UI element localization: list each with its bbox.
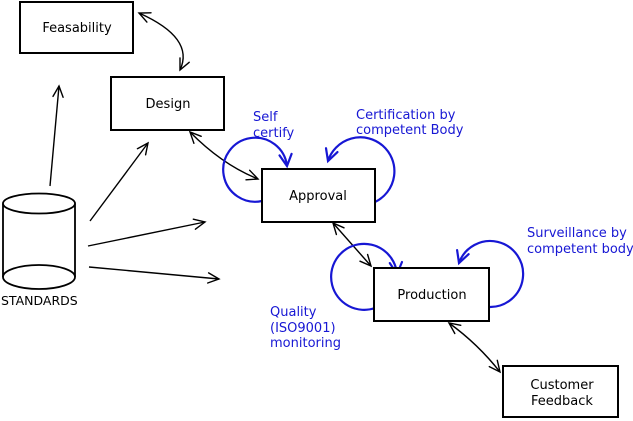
node-feasability: Feasability bbox=[19, 1, 134, 54]
arrow-shaft bbox=[332, 222, 372, 267]
arrowhead bbox=[137, 12, 152, 23]
cylinder-body bbox=[2, 203, 76, 277]
edge-design-approval bbox=[188, 130, 260, 181]
annotation-self-certify-line1: Self bbox=[253, 110, 278, 125]
loop-certification bbox=[324, 136, 396, 203]
edge-standards-production bbox=[88, 266, 221, 284]
loop-surveillance bbox=[456, 239, 525, 309]
arrowhead bbox=[206, 272, 221, 284]
annotation-certification-line1: Certification by bbox=[356, 108, 456, 123]
arrowhead bbox=[359, 253, 373, 268]
edge-standards-approval bbox=[87, 218, 207, 247]
node-design: Design bbox=[110, 76, 225, 131]
annotation-quality-line3: monitoring bbox=[270, 336, 341, 351]
node-design-box bbox=[110, 76, 225, 131]
arrow-shaft bbox=[88, 266, 220, 280]
node-customer-feedback-label-line2: Feedback bbox=[531, 394, 593, 409]
node-feasability-label: Feasability bbox=[42, 21, 112, 36]
edge-standards-design bbox=[89, 141, 149, 222]
node-customer-feedback: Customer Feedback bbox=[502, 365, 619, 418]
cylinder-bottom bbox=[2, 264, 76, 290]
arrowhead bbox=[188, 130, 202, 145]
node-customer-feedback-label-line1: Customer bbox=[530, 378, 594, 393]
arrow-shaft bbox=[87, 221, 206, 247]
edge-feasability-design bbox=[137, 12, 190, 72]
annotation-self-certify-line2: certify bbox=[253, 126, 295, 141]
loop-arrowhead bbox=[324, 147, 339, 164]
arrowhead bbox=[245, 169, 260, 181]
arrow-shaft bbox=[448, 322, 501, 373]
loop-arc bbox=[326, 136, 396, 203]
annotation-self-certify: Self certify bbox=[253, 110, 295, 141]
arrow-shaft bbox=[138, 12, 184, 71]
annotation-quality: Quality (ISO9001) monitoring bbox=[270, 305, 341, 351]
node-standards-label: STANDARDS bbox=[1, 293, 78, 308]
arrow-shaft bbox=[89, 142, 149, 222]
annotation-certification-line2: competent Body bbox=[356, 123, 464, 138]
loop-arc bbox=[222, 136, 289, 203]
arrow-shaft bbox=[49, 85, 60, 187]
loop-self-certify bbox=[222, 136, 293, 203]
cylinder-top bbox=[2, 192, 76, 215]
loop-arc bbox=[330, 242, 399, 311]
annotation-quality-line2: (ISO9001) bbox=[270, 321, 336, 336]
node-standards: STANDARDS bbox=[1, 192, 78, 308]
node-production: Production bbox=[373, 267, 490, 322]
arrowhead bbox=[136, 141, 149, 156]
loop-arc bbox=[457, 239, 525, 309]
annotation-surveillance: Surveillance by competent body bbox=[527, 226, 633, 257]
node-design-label: Design bbox=[146, 97, 191, 112]
arrowhead bbox=[488, 359, 502, 374]
node-approval: Approval bbox=[261, 168, 376, 223]
edge-production-customer bbox=[447, 322, 502, 374]
node-customer-feedback-box bbox=[502, 365, 619, 418]
node-approval-label: Approval bbox=[289, 189, 347, 204]
arrowhead bbox=[52, 84, 64, 99]
annotation-surveillance-line2: competent body bbox=[527, 242, 633, 257]
node-production-label: Production bbox=[397, 288, 466, 303]
arrowhead bbox=[192, 218, 207, 230]
arrow-shaft bbox=[189, 131, 259, 180]
annotation-quality-line1: Quality bbox=[270, 305, 317, 320]
loop-arrowhead bbox=[456, 249, 470, 266]
arrowhead bbox=[179, 57, 190, 72]
node-production-box bbox=[373, 267, 490, 322]
edge-standards-feasability bbox=[49, 84, 64, 187]
arrowhead bbox=[447, 322, 462, 335]
loop-arrowhead bbox=[278, 152, 293, 169]
annotation-certification: Certification by competent Body bbox=[356, 108, 464, 138]
node-feasability-box bbox=[19, 1, 134, 54]
node-approval-box bbox=[261, 168, 376, 223]
annotation-surveillance-line1: Surveillance by bbox=[527, 226, 627, 241]
